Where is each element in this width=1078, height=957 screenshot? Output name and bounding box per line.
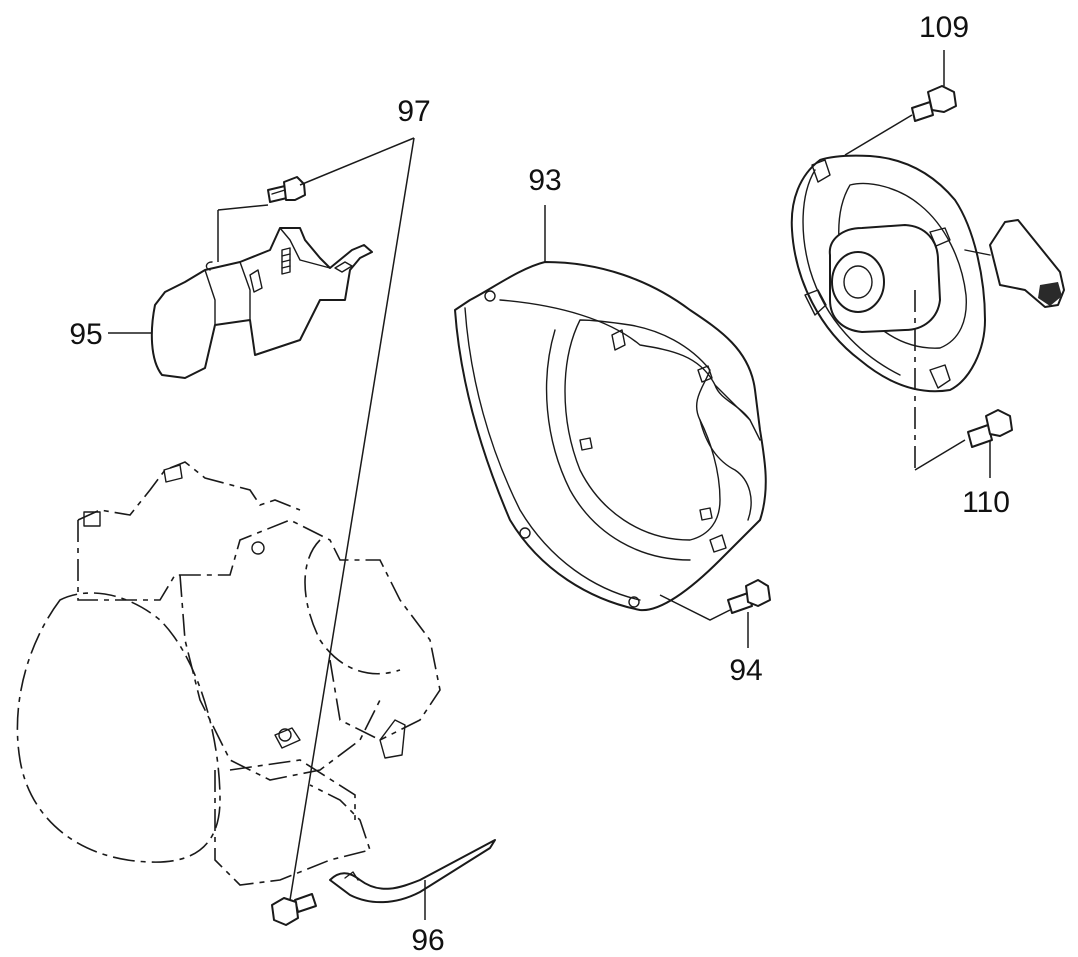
part-97-bolt-lower <box>271 893 317 926</box>
callout-110: 110 <box>962 486 1010 519</box>
part-97-bolt-upper <box>267 176 306 203</box>
part-110-bolt <box>967 409 1013 448</box>
callout-94: 94 <box>729 654 762 687</box>
part-93-fan-housing <box>454 261 767 612</box>
part-96-lower-guide <box>329 839 496 904</box>
callout-93: 93 <box>528 164 561 197</box>
part-109-bolt <box>911 85 957 122</box>
callout-109: 109 <box>919 11 969 44</box>
recoil-starter <box>790 154 1065 470</box>
callout-96: 96 <box>411 924 444 957</box>
callout-95: 95 <box>69 318 102 351</box>
leader-lines <box>108 50 991 920</box>
callout-97: 97 <box>397 95 430 128</box>
part-94-bolt <box>727 579 771 614</box>
engine-block-phantom <box>16 461 441 886</box>
part-95-air-guide <box>150 227 373 379</box>
